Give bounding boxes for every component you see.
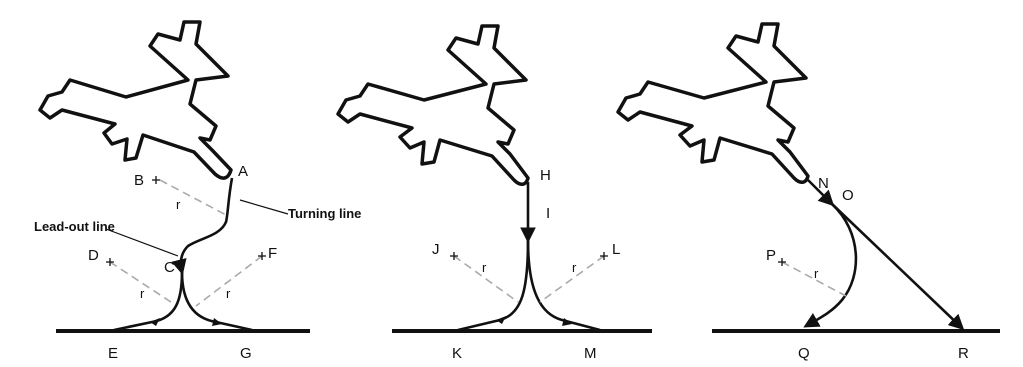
panel-2: H I J K L M r r xyxy=(336,24,652,362)
point-label-h: H xyxy=(540,167,551,184)
radius-label-j: r xyxy=(482,260,487,275)
point-label-b: B xyxy=(134,172,144,189)
radius-line-l xyxy=(539,255,605,303)
lead-out-path-m xyxy=(526,239,601,332)
center-mark-j xyxy=(450,252,458,260)
aircraft-3 xyxy=(616,22,810,184)
radius-line-j xyxy=(453,255,519,303)
radius-label-p: r xyxy=(814,266,819,281)
arrow-k xyxy=(496,316,506,324)
point-label-m: M xyxy=(584,345,597,362)
point-label-a: A xyxy=(238,163,248,180)
point-label-c: C xyxy=(164,259,175,276)
center-mark-d xyxy=(106,258,114,266)
lead-out-path-k xyxy=(457,239,530,332)
point-label-f: F xyxy=(268,245,277,262)
lead-out-line-label: Lead-out line xyxy=(34,219,115,234)
lead-out-line-leader xyxy=(105,228,179,257)
arrow-g xyxy=(212,318,222,326)
radius-label-l: r xyxy=(572,260,577,275)
radius-label-b: r xyxy=(176,197,181,212)
center-mark-b xyxy=(152,176,160,184)
panel-1: A B C D E F G r r r Turning line Lead-ou… xyxy=(34,20,361,362)
segment-n-o xyxy=(807,179,835,207)
point-label-j: J xyxy=(432,241,440,258)
arrow-e xyxy=(150,318,160,326)
aircraft-2 xyxy=(336,24,530,186)
straight-path-o-r xyxy=(831,203,965,331)
radius-line-b xyxy=(159,179,229,217)
center-mark-l xyxy=(600,252,608,260)
turn-path-o-q xyxy=(803,203,858,328)
center-mark-f xyxy=(258,252,266,260)
radius-label-d: r xyxy=(140,286,145,301)
turning-line-label: Turning line xyxy=(288,206,361,221)
lead-out-path-e xyxy=(113,271,184,332)
point-label-k: K xyxy=(452,345,462,362)
turning-line-leader xyxy=(239,199,289,215)
point-label-r: R xyxy=(958,345,969,362)
arrow-m xyxy=(562,318,572,326)
point-label-d: D xyxy=(88,247,99,264)
turning-line-path xyxy=(171,177,234,276)
point-label-l: L xyxy=(612,241,620,258)
aircraft-1 xyxy=(38,20,233,180)
panel-3: N O P Q R r xyxy=(616,22,1000,362)
point-label-o: O xyxy=(842,187,854,204)
point-label-e: E xyxy=(108,345,118,362)
radius-line-f xyxy=(195,255,263,307)
point-label-n: N xyxy=(818,175,829,192)
point-label-q: Q xyxy=(798,345,810,362)
point-label-p: P xyxy=(766,247,776,264)
radius-label-f: r xyxy=(226,286,231,301)
center-mark-p xyxy=(778,258,786,266)
point-label-g: G xyxy=(240,345,252,362)
point-label-i: I xyxy=(546,205,550,222)
